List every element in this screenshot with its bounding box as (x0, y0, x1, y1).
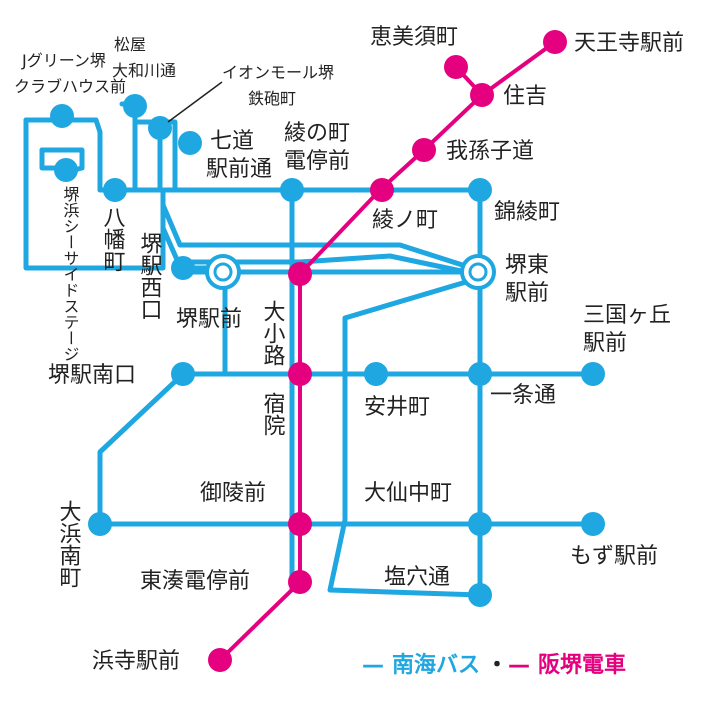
tram-stop-shukuin[interactable] (288, 362, 312, 386)
label-hamadera: 浜寺駅前 (92, 649, 180, 674)
label-mozu: もず駅前 (570, 544, 658, 569)
bus-stops (50, 94, 605, 607)
label-sakaieki-minami: 堺駅南口 (48, 363, 136, 388)
label-shioana: 塩穴通 (384, 565, 450, 590)
bus-stop-sakaieki-minami[interactable] (171, 362, 195, 386)
label-matsuya-1: 松屋 (114, 35, 146, 54)
label-ayanocho-bus: 綾の町 (284, 121, 350, 146)
bus-stop-aeon[interactable] (148, 116, 172, 140)
legend-bus-line: — (362, 653, 384, 678)
tram-stop-oshoji[interactable] (288, 262, 312, 286)
bus-stop-ohama[interactable] (88, 512, 112, 536)
label-green-2: クラブハウス前 (14, 77, 126, 96)
station-ring-sakaihigashi[interactable] (460, 254, 496, 290)
bus-stop-shichido[interactable] (178, 131, 202, 155)
tram-stop-tennoji[interactable] (543, 30, 567, 54)
label-aeon-2: 鉄砲町 (248, 89, 296, 108)
legend-tram-line: — (508, 653, 530, 678)
label-mikunigaoka-2: 駅前 (583, 331, 627, 356)
bus-stop-matsuya[interactable] (123, 94, 147, 118)
bus-stop-kinryo[interactable] (468, 178, 492, 202)
tram-stop-ebisucho[interactable] (444, 55, 468, 79)
label-seaside: 堺浜シーサイドステージ (61, 186, 80, 362)
label-shichido-1: 七道 (210, 129, 254, 154)
tram-stop-ayanocho[interactable] (370, 178, 394, 202)
label-yasui: 安井町 (364, 395, 430, 420)
tram-stop-higashiminato[interactable] (288, 570, 312, 594)
bus-stop-ayanocho[interactable] (280, 178, 304, 202)
legend-bus-label: 南海バス (392, 652, 480, 678)
label-daisen: 大仙中町 (364, 481, 452, 506)
label-aeon-1: イオンモール堺 (222, 63, 334, 82)
label-ayanocho-bus-2: 電停前 (284, 149, 350, 174)
station-ring-sakaieki[interactable] (205, 254, 241, 290)
label-ohama: 大浜南町 (56, 500, 82, 588)
bus-stop-yasui[interactable] (364, 362, 388, 386)
label-ayanocho-tram: 綾ノ町 (372, 208, 438, 233)
label-sakaihigashi-1: 堺東 (505, 253, 549, 278)
bus-route-ohama (97, 371, 186, 527)
label-mikunigaoka-1: 三国ヶ丘 (583, 303, 671, 328)
legend-separator: ・ (486, 653, 508, 678)
label-sakaieki-nishi: 堺駅西口 (137, 232, 163, 320)
label-ebisucho: 恵美須町 (370, 25, 458, 50)
bus-route-matsuya-aeon (132, 119, 178, 193)
bus-stop-shioana[interactable] (468, 583, 492, 607)
stop-labels: 天王寺駅前 恵美須町 住吉 我孫子道 綾ノ町 綾の町 電停前 錦綾町 堺東 駅前… (14, 25, 684, 674)
legend: — 南海バス ・ — 阪堺電車 (362, 652, 626, 678)
label-shichido-2: 駅前通 (206, 157, 272, 182)
label-sakaihigashi-2: 駅前 (505, 281, 549, 306)
label-ichijo: 一条通 (490, 383, 556, 408)
label-kinryo: 錦綾町 (494, 200, 560, 225)
label-yawata: 八幡町 (100, 206, 126, 272)
bus-stop-ichijo[interactable] (468, 362, 492, 386)
tram-stops (208, 30, 567, 672)
aeon-leader-line (167, 81, 223, 123)
label-tennoji: 天王寺駅前 (574, 31, 684, 56)
label-oshoji: 大小路 (260, 300, 286, 366)
legend-tram-label: 阪堺電車 (538, 653, 626, 678)
label-sakaiekimae: 堺駅前 (176, 307, 242, 332)
label-goryomae: 御陵前 (200, 481, 266, 506)
label-matsuya-2: 大和川通 (112, 61, 176, 80)
bus-stop-yawata[interactable] (103, 178, 127, 202)
tram-stop-sumiyoshi[interactable] (470, 83, 494, 107)
tram-stop-goryomae[interactable] (288, 512, 312, 536)
tram-stop-abikomichi[interactable] (412, 138, 436, 162)
label-sumiyoshi: 住吉 (503, 84, 547, 109)
bus-route-higashi-diag (327, 279, 483, 598)
bus-stop-mozu[interactable] (581, 512, 605, 536)
label-green-1: Jグリーン堺 (21, 51, 106, 70)
label-higashiminato: 東湊電停前 (140, 569, 250, 594)
label-shukuin: 宿院 (260, 392, 286, 436)
bus-stop-daisen[interactable] (468, 512, 492, 536)
bus-stop-mikunigaoka[interactable] (581, 362, 605, 386)
tram-stop-hamadera[interactable] (208, 648, 232, 672)
label-abikomichi: 我孫子道 (446, 139, 534, 164)
bus-stop-green[interactable] (50, 104, 74, 128)
bus-stop-seaside[interactable] (54, 158, 78, 182)
bus-stop-sakaieki-nishi[interactable] (171, 256, 195, 280)
